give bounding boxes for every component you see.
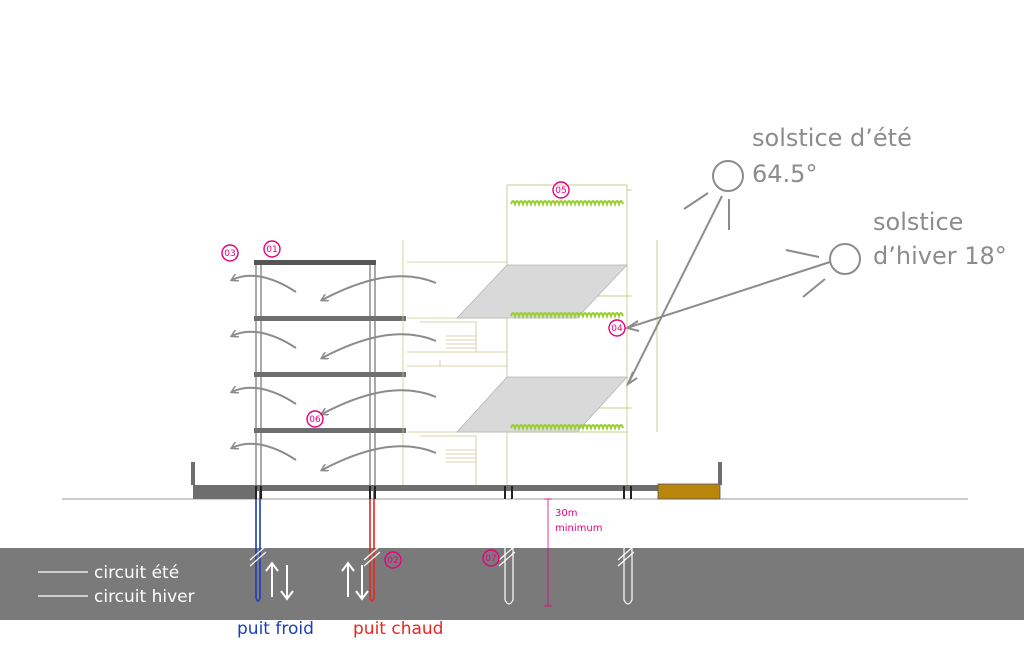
markers — [221, 181, 626, 569]
hot-well-label: puit chaud — [353, 619, 443, 639]
summer-sun-ray — [627, 195, 723, 385]
winter-sun-label-1: solstice — [873, 208, 963, 236]
marker-03: 03 — [224, 249, 235, 259]
hot-well-pipe — [369, 491, 375, 602]
marker-05-circle — [552, 181, 570, 199]
depth-dimension-label-1: 30m — [555, 508, 577, 519]
marker-02: 02 — [387, 556, 398, 566]
marker-07: 07 — [485, 554, 496, 564]
borehole-3 — [504, 491, 514, 605]
green-roof-low — [510, 424, 624, 432]
stair-core — [402, 240, 507, 485]
green-roof-mid — [510, 312, 624, 320]
depth-dimension — [544, 498, 552, 607]
terrace-lower — [456, 376, 628, 433]
marker-01: 01 — [266, 245, 277, 255]
green-roof-top — [510, 200, 624, 208]
legend: circuit été circuit hiver — [38, 563, 195, 607]
marker-05: 05 — [555, 186, 566, 196]
marker-03-circle — [221, 244, 239, 262]
cold-well-pipe — [255, 491, 261, 602]
cold-well-label: puit froid — [237, 619, 314, 639]
marker-02-circle — [384, 551, 402, 569]
marker-06-circle — [306, 410, 324, 428]
well-flow-arrows — [265, 561, 369, 601]
depth-dimension-label-2: minimum — [555, 523, 602, 534]
marker-06: 06 — [309, 415, 321, 425]
marker-07-circle — [482, 549, 500, 567]
ground-band — [0, 548, 1024, 620]
marker-01-circle — [263, 240, 281, 258]
winter-sun-ray — [626, 261, 831, 329]
terrace-upper — [456, 264, 628, 319]
summer-sun-label-1: solstice d’été — [752, 124, 912, 152]
left-building — [254, 260, 406, 485]
boreholes — [249, 486, 635, 605]
marker-04-circle — [608, 319, 626, 337]
green-roofs — [510, 200, 624, 432]
airflow-arrows — [232, 276, 437, 470]
summer-sun-label-2: 64.5° — [752, 160, 817, 188]
borehole-4 — [623, 491, 633, 605]
sun-rays — [624, 195, 831, 387]
winter-sun-icon — [785, 243, 861, 298]
winter-sun-label-2: d’hiver 18° — [873, 242, 1007, 270]
legend-summer-circuit: circuit été — [94, 563, 179, 583]
legend-winter-circuit: circuit hiver — [94, 587, 195, 607]
marker-04: 04 — [611, 324, 623, 334]
foundation — [191, 462, 722, 500]
right-building — [506, 184, 658, 485]
summer-sun-icon — [683, 160, 744, 230]
